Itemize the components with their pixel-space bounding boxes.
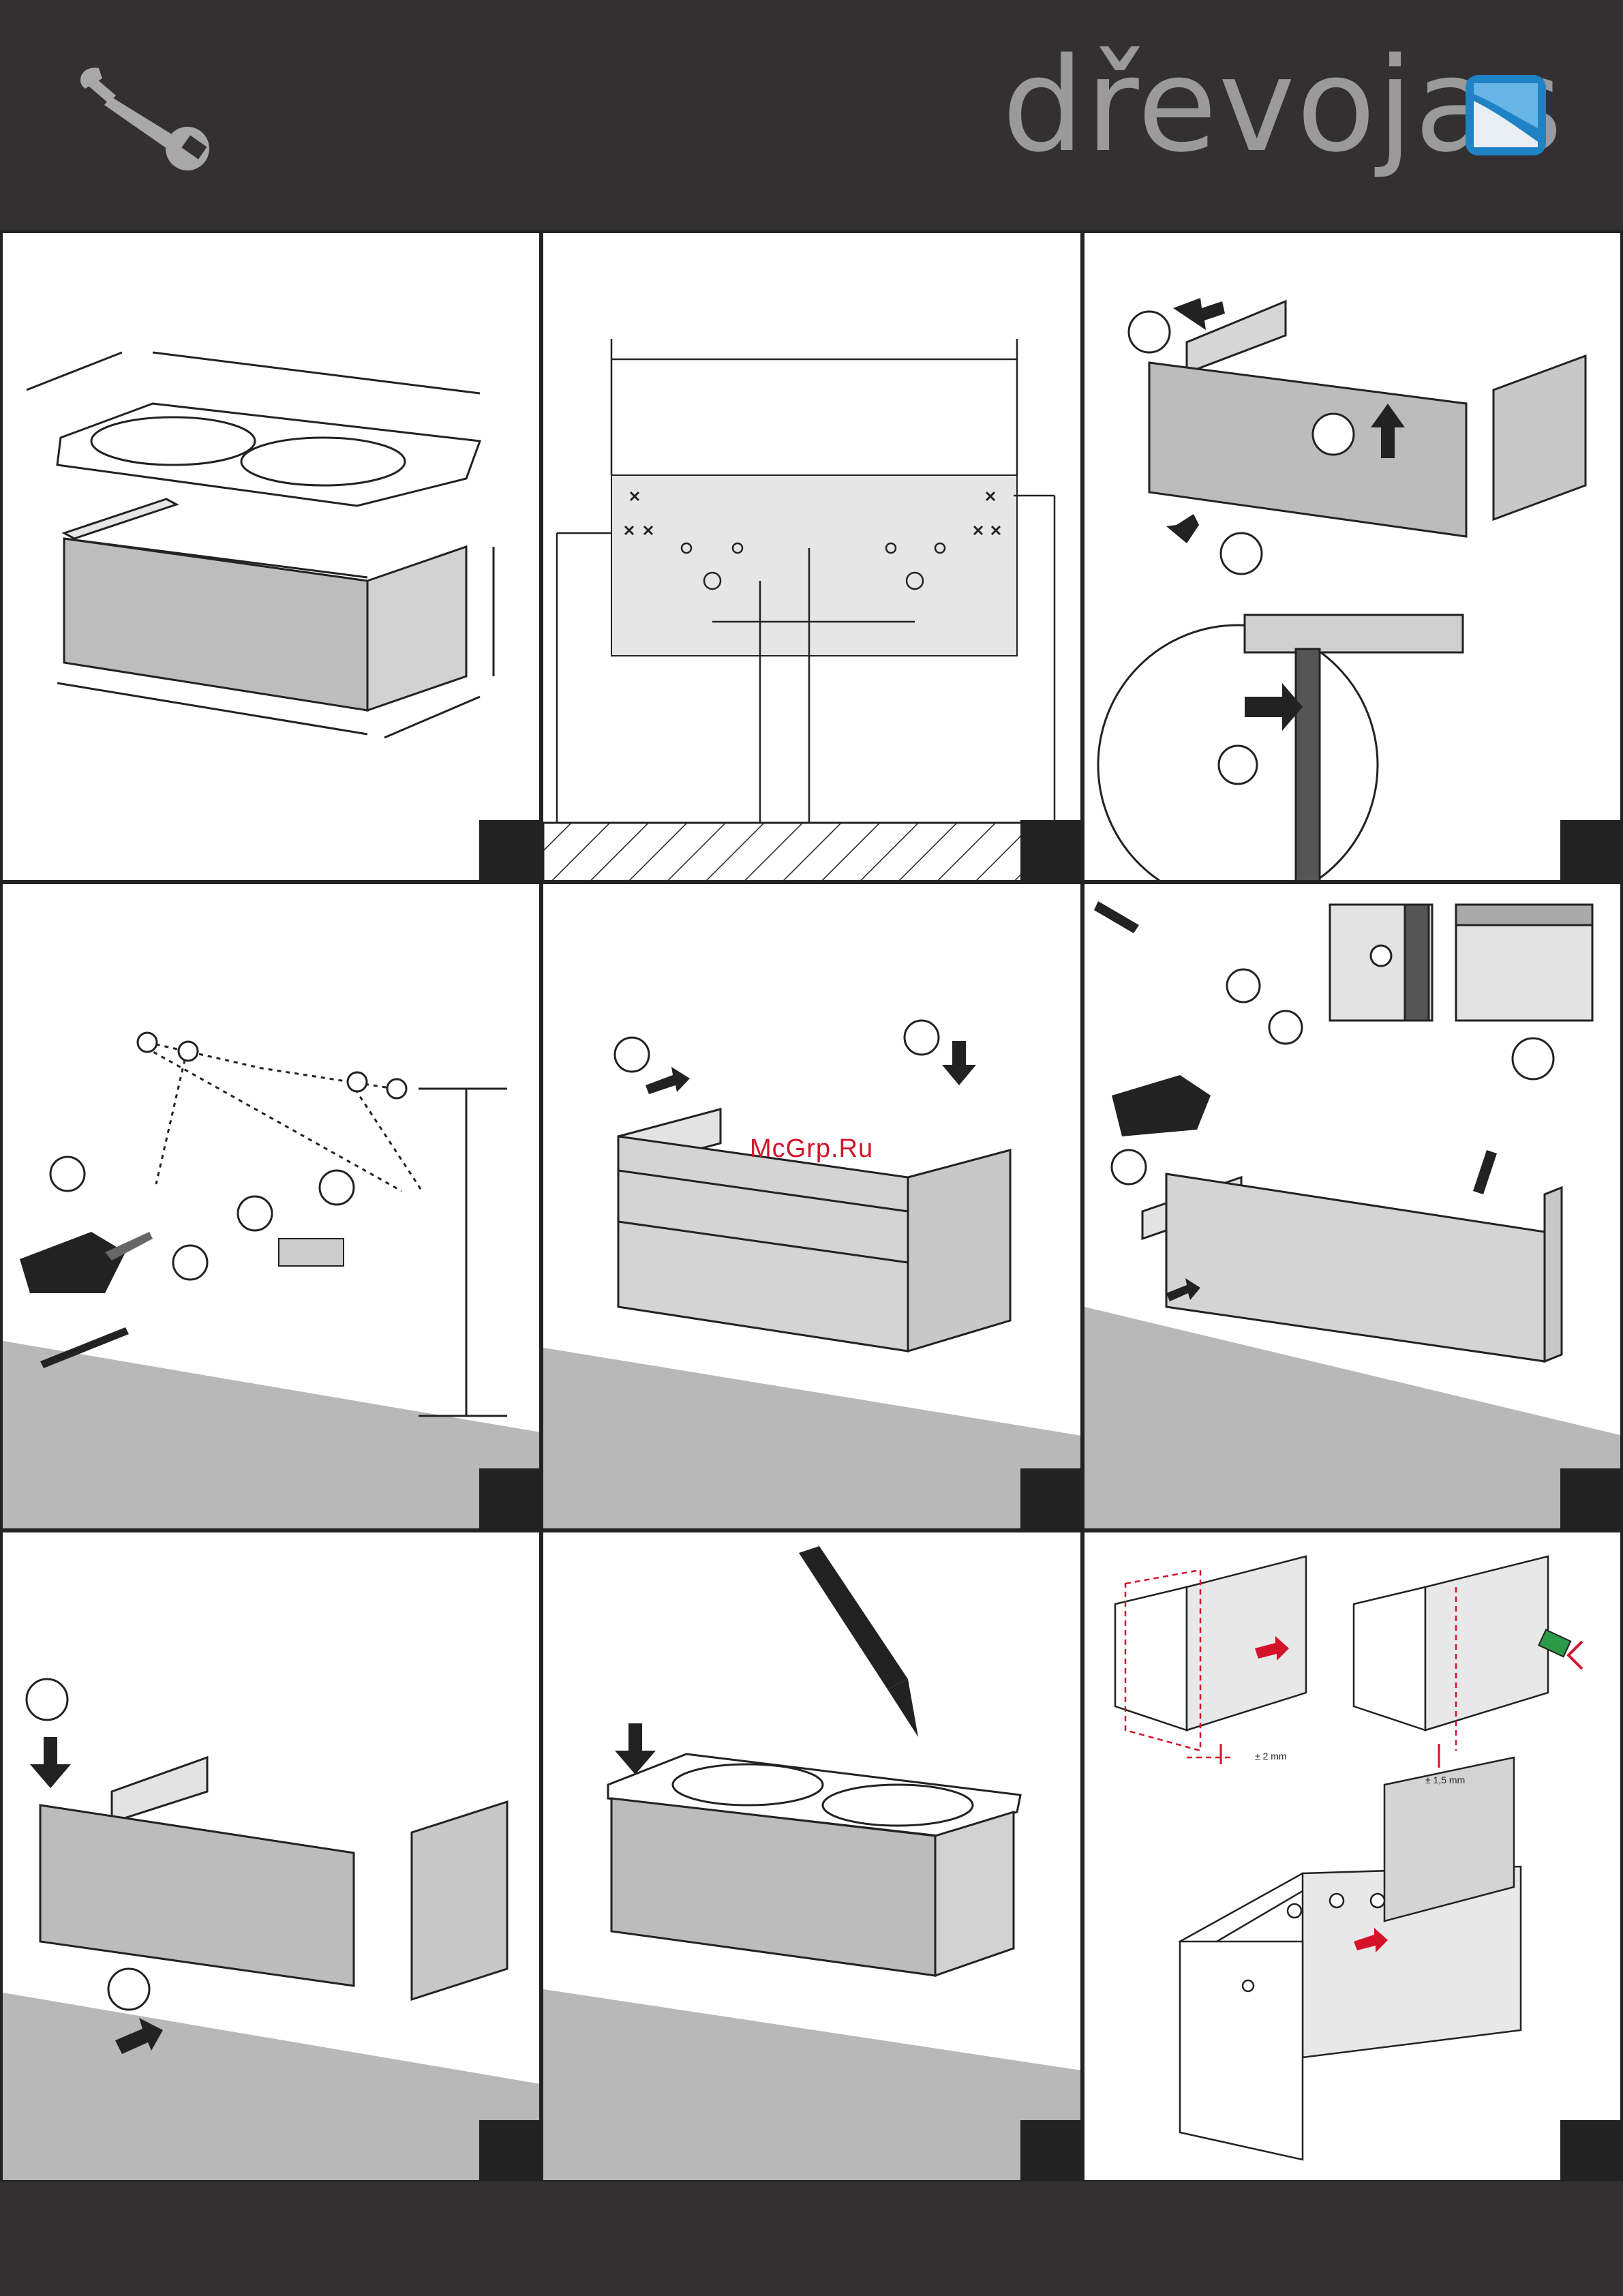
- panel-drawer-removal: [1082, 230, 1623, 883]
- drawer-front-adjust-icon: [1084, 1532, 1623, 2183]
- step-number-box: [479, 1468, 539, 1528]
- step-number-box: [1560, 2120, 1620, 2180]
- panel-install-sink: [541, 1530, 1083, 2183]
- panel-wall-drilling: [0, 881, 542, 1531]
- drill-icon: [3, 884, 542, 1531]
- silicone-cartridge-icon: [543, 1532, 1083, 2183]
- horizontal-adjustment-label: ± 1,5 mm: [1425, 1774, 1465, 1785]
- step-number-box: [479, 820, 539, 880]
- hang-cabinet-icon: [543, 884, 1083, 1531]
- wrench-icon: [72, 61, 222, 170]
- panel-insert-drawer: [0, 1530, 542, 2183]
- screwdriver-icon: [1084, 884, 1623, 1531]
- step-number-box: [1020, 1468, 1080, 1528]
- panel-hang-cabinet: McGrp.Ru: [541, 881, 1083, 1531]
- brand-square-logo-icon: [1464, 74, 1547, 157]
- panel-level-adjustment: [1082, 881, 1623, 1531]
- watermark-text: McGrp.Ru: [750, 1134, 873, 1164]
- footer-bar: [0, 2181, 1623, 2296]
- insert-drawer-icon: [3, 1532, 542, 2183]
- header-bar: dřevojas: [0, 0, 1623, 230]
- step-number-box: [479, 2120, 539, 2180]
- step-number-box: [1560, 1468, 1620, 1528]
- step-number-box: [1560, 820, 1620, 880]
- panel-dimensions: [0, 230, 542, 883]
- vertical-adjustment-label: ± 2 mm: [1255, 1751, 1287, 1762]
- step-number-box: [1020, 820, 1080, 880]
- step-number-box: [1020, 2120, 1080, 2180]
- cabinet-with-double-sink-icon: [3, 233, 542, 883]
- wall-mounting-plan-icon: [543, 233, 1083, 883]
- panel-front-adjustment: ± 2 mm ± 1,5 mm: [1082, 1530, 1623, 2183]
- panel-wall-layout: [541, 230, 1083, 883]
- drawer-removal-icon: [1084, 233, 1623, 883]
